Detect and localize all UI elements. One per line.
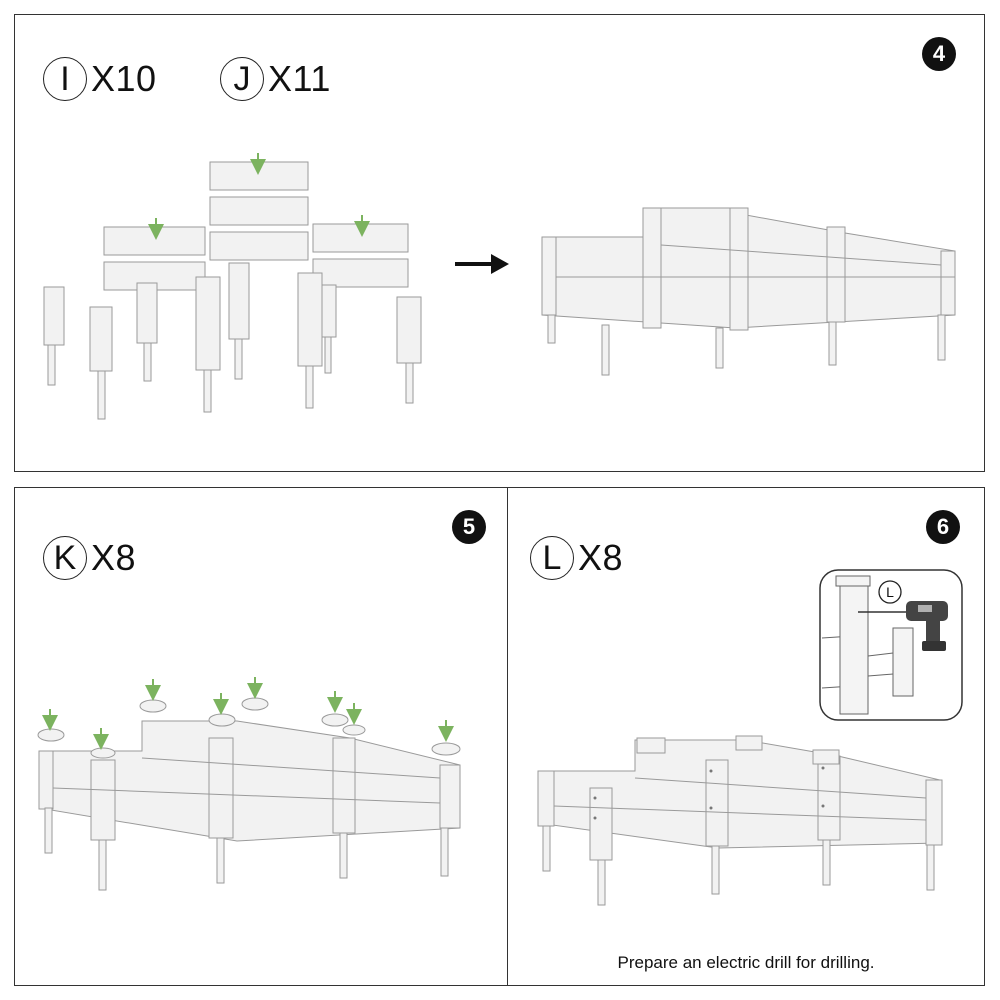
step-5-illustration — [37, 677, 461, 891]
post-leg — [324, 336, 332, 374]
step-number-badge: 4 — [922, 37, 956, 71]
post-leg — [405, 362, 414, 404]
step-number-badge: 5 — [452, 510, 486, 544]
post-leg — [234, 338, 243, 380]
part-quantity: X8 — [91, 537, 137, 578]
garden-bed — [38, 720, 461, 891]
part-letter: I — [43, 57, 87, 101]
step-5-panel: 5 K X8 — [14, 487, 508, 986]
post-i — [396, 296, 422, 364]
step-4-panel: 4 I X10 J X11 — [14, 14, 985, 472]
board-j — [312, 223, 409, 253]
post-leg — [143, 342, 152, 382]
post-leg — [97, 370, 106, 420]
step-6-illustration: L — [537, 569, 963, 906]
right-arrow-icon — [455, 254, 509, 274]
step-number-badge: 6 — [926, 510, 960, 544]
assembled-garden-bed — [541, 207, 956, 376]
part-label-i: I X10 — [43, 57, 157, 101]
post-leg — [203, 369, 212, 413]
post-i — [43, 286, 65, 346]
part-letter: K — [43, 536, 87, 580]
step-4-illustration — [43, 153, 956, 420]
part-label-l: L X8 — [530, 536, 623, 580]
electric-drill-icon — [858, 601, 948, 651]
part-letter: L — [530, 536, 574, 580]
post-i — [228, 262, 250, 340]
board-j — [209, 196, 309, 226]
post-leg — [305, 365, 314, 409]
garden-bed — [537, 735, 943, 906]
part-quantity: X11 — [268, 58, 331, 99]
board-j — [103, 226, 206, 256]
step-6-panel: 6 L X8 L — [507, 487, 985, 986]
post-i — [297, 272, 323, 367]
part-label-k: K X8 — [43, 536, 136, 580]
post-i — [89, 306, 113, 372]
post-i — [321, 284, 337, 338]
part-quantity: X10 — [91, 58, 157, 99]
inset-part-label — [878, 580, 902, 604]
post-i — [195, 276, 221, 371]
board-j — [209, 231, 309, 261]
post-i — [136, 282, 158, 344]
post-leg — [47, 344, 56, 386]
part-letter: J — [220, 57, 264, 101]
part-quantity: X8 — [578, 537, 624, 578]
part-label-j: J X11 — [220, 57, 331, 101]
board-j — [312, 258, 409, 288]
instruction-caption: Prepare an electric drill for drilling. — [617, 953, 875, 972]
inset-part-letter: L — [886, 584, 894, 600]
